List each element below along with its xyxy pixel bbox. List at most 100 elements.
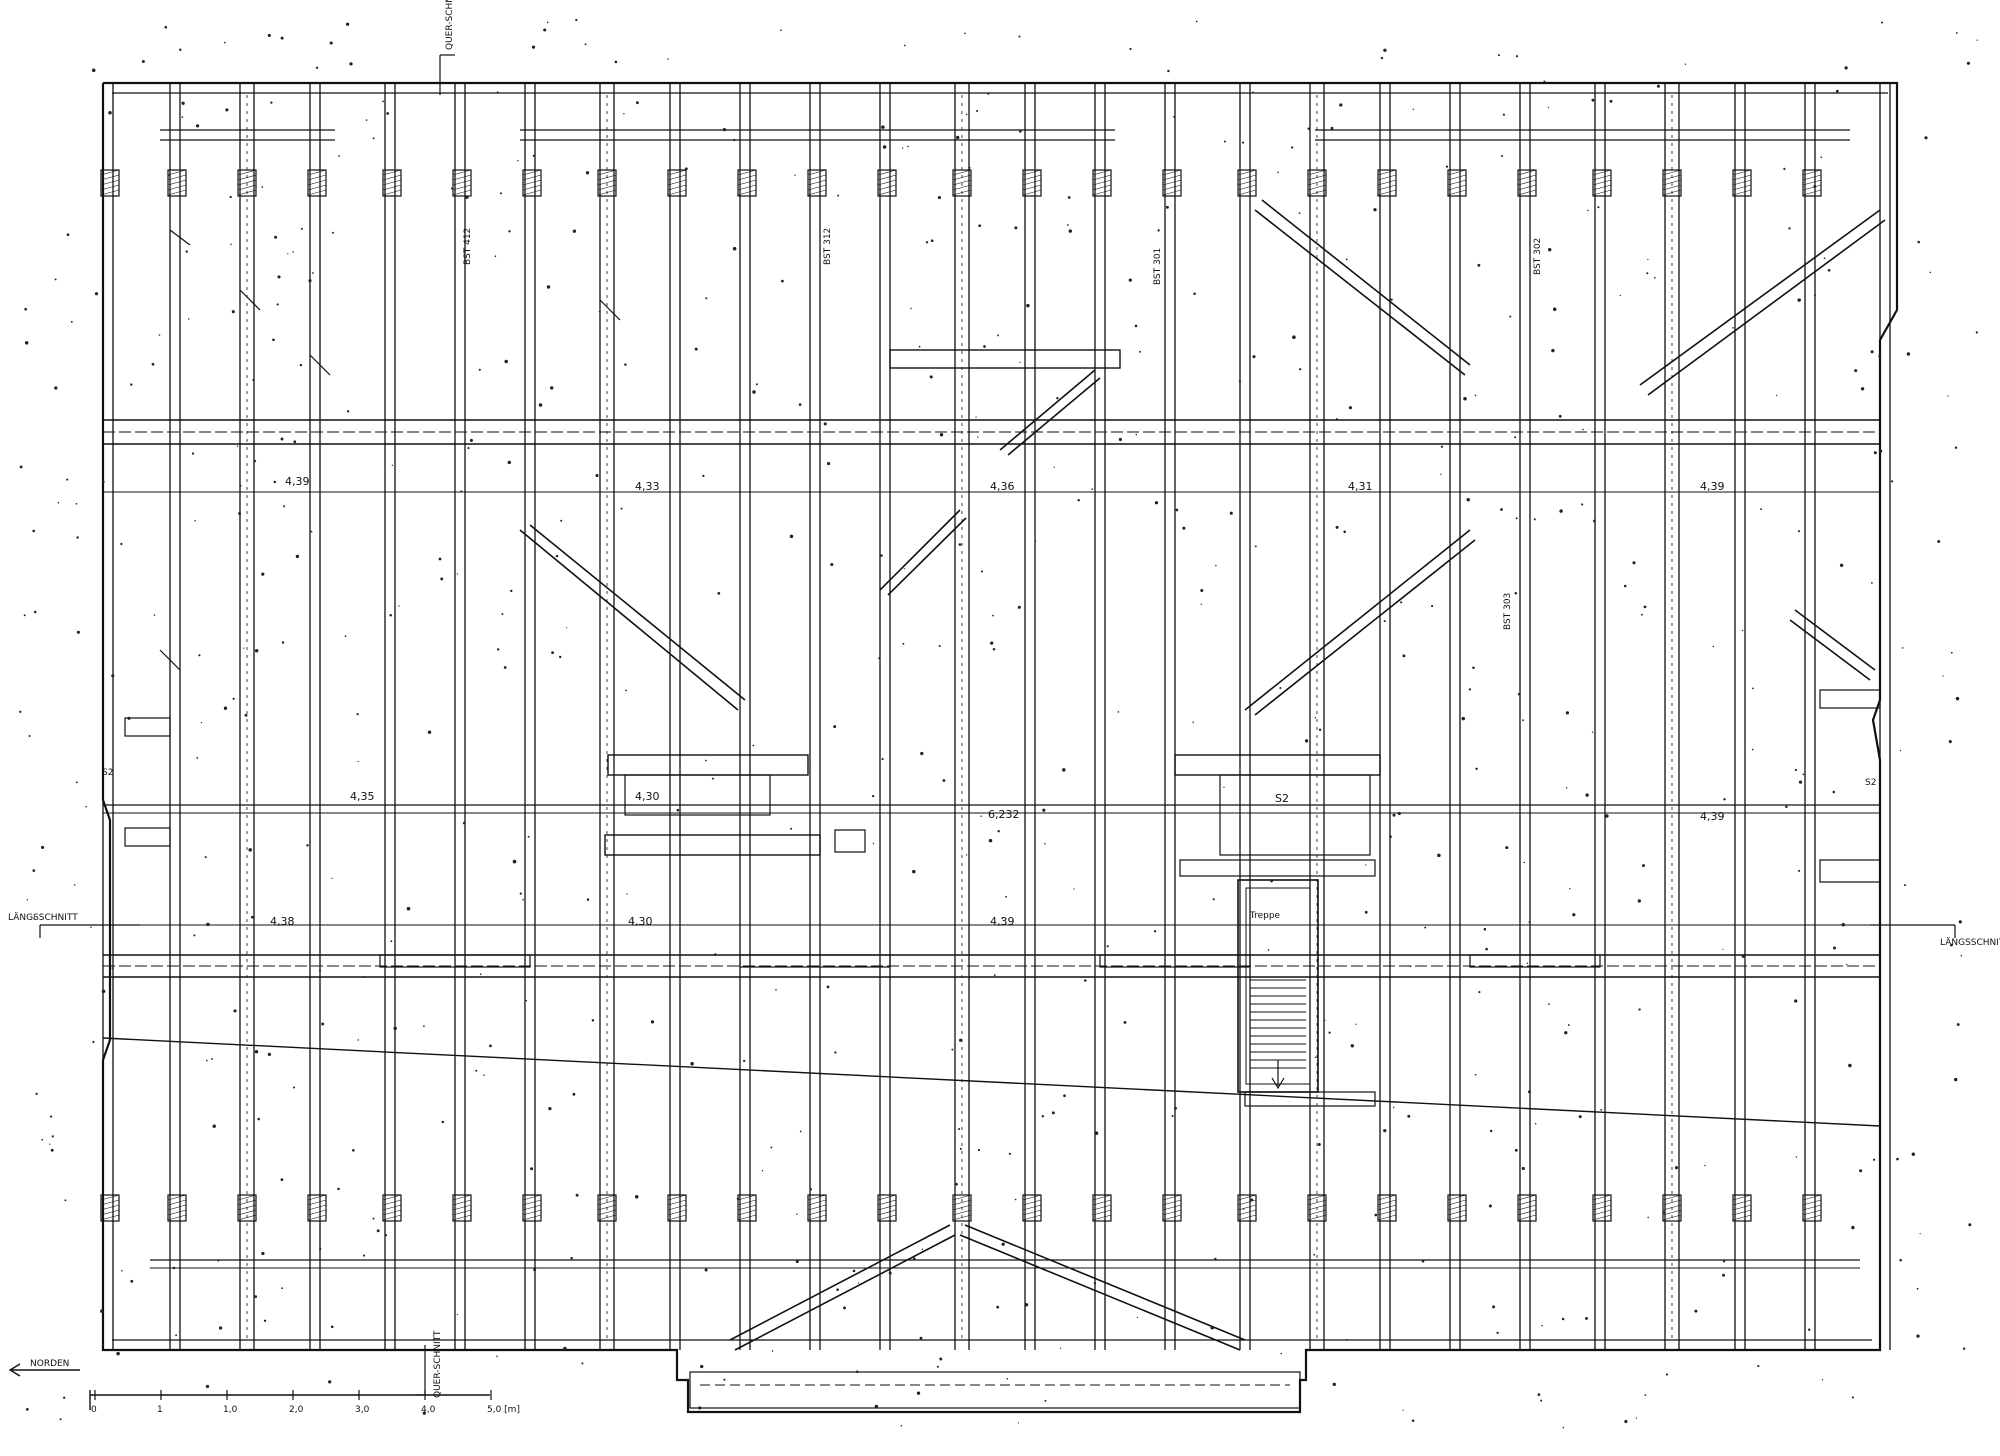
- speckle: [575, 1193, 579, 1197]
- scale-tick-label: 1,0: [223, 1405, 238, 1415]
- speckle: [743, 1059, 746, 1063]
- speckle: [393, 1026, 397, 1031]
- speckle: [331, 231, 334, 234]
- speckle: [1654, 276, 1656, 279]
- speckle: [1200, 603, 1202, 605]
- speckle: [1514, 436, 1517, 439]
- speckle: [559, 655, 562, 659]
- speckle: [130, 1279, 134, 1283]
- speckle: [1313, 1253, 1316, 1256]
- speckle: [254, 1050, 259, 1054]
- speckle: [1533, 518, 1536, 521]
- speckle: [328, 1380, 332, 1384]
- speckle: [912, 869, 916, 874]
- speckle: [101, 989, 106, 994]
- speckle: [300, 227, 303, 230]
- speckle: [1017, 605, 1021, 609]
- speckle: [1798, 780, 1803, 784]
- speckle: [563, 1346, 567, 1351]
- speckle: [920, 751, 924, 756]
- speckle: [1412, 108, 1415, 111]
- speckle: [1014, 1198, 1017, 1201]
- speckle: [1794, 768, 1798, 772]
- speckle: [267, 1052, 272, 1057]
- rafter-section: [1592, 169, 1612, 197]
- speckle: [168, 174, 171, 177]
- speckle: [1955, 32, 1958, 34]
- speckle: [997, 830, 1000, 833]
- speckle: [1526, 962, 1529, 965]
- speckle: [196, 757, 199, 759]
- speckle: [181, 101, 185, 105]
- speckle: [231, 310, 235, 314]
- speckle: [1474, 1073, 1477, 1076]
- speckle: [650, 1020, 655, 1024]
- speckle: [441, 1120, 445, 1124]
- speckle: [64, 1199, 67, 1202]
- speckle: [1552, 307, 1557, 312]
- speckle: [295, 554, 300, 559]
- speckle: [1741, 954, 1745, 958]
- speckle: [338, 155, 340, 157]
- speckle: [1304, 739, 1309, 743]
- speckle: [1200, 588, 1204, 593]
- speckle: [120, 542, 123, 546]
- speckle: [92, 1040, 95, 1044]
- section-markers: QUER-SCHNITT QUER-SCHNITT LÄNGSSCHNITT L…: [8, 0, 2000, 1398]
- speckle: [1411, 1419, 1415, 1422]
- rafter-section: [100, 169, 120, 197]
- speckle: [478, 368, 481, 371]
- speckle: [1851, 1396, 1854, 1399]
- speckle: [978, 224, 982, 228]
- speckle: [1873, 451, 1877, 455]
- speckle: [292, 1086, 295, 1089]
- speckle: [566, 627, 568, 629]
- speckle: [141, 60, 145, 63]
- rafter: [1664, 83, 1680, 1350]
- speckle: [280, 437, 284, 441]
- speckle: [530, 1167, 534, 1171]
- scale-tick-label: 3,0: [355, 1405, 370, 1415]
- speckle: [1128, 278, 1132, 282]
- speckle: [423, 1025, 425, 1027]
- rafter: [1519, 83, 1531, 1350]
- speckle: [1870, 350, 1874, 354]
- speckle: [496, 648, 500, 651]
- rafter-section: [1092, 1194, 1112, 1222]
- speckle: [1917, 240, 1920, 244]
- speckle: [1402, 654, 1406, 658]
- speckle: [76, 630, 80, 634]
- speckle: [1794, 999, 1798, 1003]
- speckle: [1437, 853, 1441, 858]
- speckle: [1841, 923, 1846, 927]
- speckle: [1798, 869, 1801, 872]
- speckle: [1903, 884, 1906, 887]
- speckle: [50, 1148, 54, 1152]
- speckle: [1647, 258, 1649, 261]
- speckle: [1919, 1233, 1921, 1235]
- speckle: [1741, 629, 1744, 632]
- rafter-section: [1732, 1194, 1752, 1222]
- speckle: [1063, 1094, 1066, 1098]
- speckle: [1298, 212, 1301, 214]
- speckle: [63, 1396, 66, 1399]
- speckle: [1562, 1426, 1565, 1429]
- rafter-section: [1517, 169, 1537, 197]
- speckle: [1582, 428, 1584, 431]
- rafter: [1309, 83, 1325, 1350]
- speckle: [830, 562, 834, 567]
- speckle: [936, 1365, 939, 1368]
- rafter: [239, 83, 255, 1350]
- speckle: [919, 1336, 923, 1340]
- speckle: [968, 166, 971, 169]
- speckle: [827, 462, 831, 466]
- speckle: [717, 592, 721, 595]
- speckle: [1760, 508, 1762, 511]
- speckle: [1950, 651, 1953, 654]
- dim-middle-4: 6,232: [988, 808, 1020, 821]
- speckle: [33, 610, 37, 614]
- speckle: [233, 1009, 237, 1013]
- speckle: [635, 101, 639, 105]
- speckle: [243, 647, 245, 649]
- speckle: [357, 760, 359, 763]
